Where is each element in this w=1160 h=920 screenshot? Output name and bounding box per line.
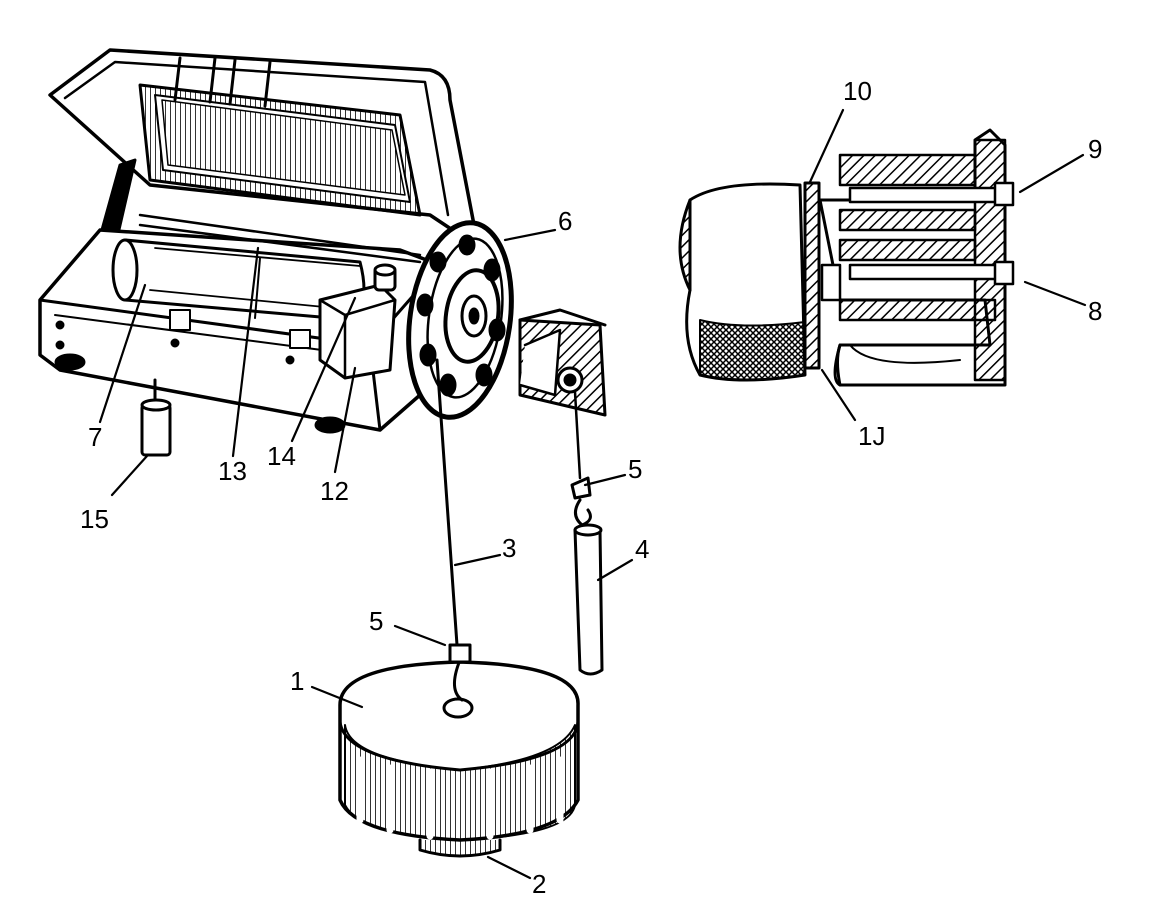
label-14: 14: [267, 441, 296, 471]
label-13: 13: [218, 456, 247, 486]
label-1: 1: [290, 666, 304, 696]
label-6: 6: [558, 206, 572, 236]
label-12: 12: [320, 476, 349, 506]
label-5-lower: 5: [369, 606, 383, 636]
label-2: 2: [532, 869, 546, 899]
detail-view: [678, 128, 1015, 387]
leader-lines: [98, 108, 1087, 880]
label-8: 8: [1088, 296, 1102, 326]
hanging-weight-15: [140, 378, 172, 457]
pulley-wheel: [406, 220, 514, 420]
label-7: 7: [88, 422, 102, 452]
recorder-box: [38, 48, 482, 434]
cables: [435, 358, 582, 647]
counterweight: [338, 643, 580, 858]
label-4: 4: [635, 534, 649, 564]
label-11: 1J: [858, 421, 885, 451]
label-10: 10: [843, 76, 872, 106]
small-weight: [570, 476, 604, 676]
label-15: 15: [80, 504, 109, 534]
brake-block: [518, 308, 607, 417]
clockwork-block: [318, 283, 397, 380]
part-labels: 1 2 3 4 5 5 6 7 8 9 10 1J 12 13 14 15: [80, 76, 1102, 899]
label-9: 9: [1088, 134, 1102, 164]
label-3: 3: [502, 533, 516, 563]
label-5-upper: 5: [628, 454, 642, 484]
